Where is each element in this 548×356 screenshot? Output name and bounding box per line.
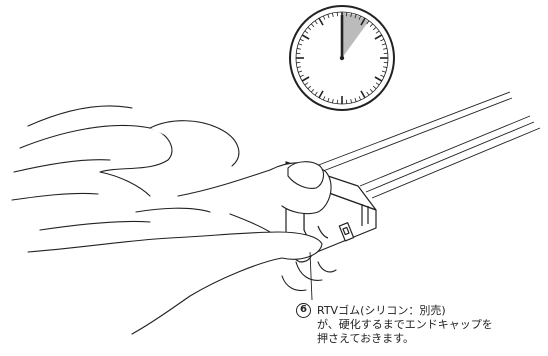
clock-minor-tick [307, 85, 312, 90]
clock-minor-tick [375, 30, 380, 34]
instruction-line: 押さえておきます。 [317, 332, 415, 345]
clock-major-tick [374, 76, 383, 82]
clock-minor-tick [350, 98, 352, 104]
clock-minor-tick [366, 91, 370, 96]
hand-pressing [11, 105, 337, 335]
clock-minor-tick [369, 23, 374, 28]
clock-minor-tick [314, 91, 318, 96]
clock-minor-tick [366, 20, 370, 25]
clock-icon [289, 5, 395, 111]
clock-minor-tick [381, 43, 386, 46]
instruction-line: RTVゴム(シリコン：別売) [317, 304, 446, 317]
clock-major-tick [374, 34, 383, 40]
clock-minor-tick [358, 15, 362, 20]
step-caption: 6 RTVゴム(シリコン：別売) が、硬化するまでエンドキャップを 押さえておき… [296, 303, 546, 346]
clock-minor-tick [307, 26, 312, 31]
step-number-badge: 6 [296, 303, 311, 318]
rail-track [315, 91, 541, 199]
clock-minor-tick [372, 26, 377, 31]
clock-minor-tick [327, 14, 330, 19]
clock-major-tick [360, 90, 366, 99]
clock-minor-tick [350, 12, 352, 18]
clock-minor-tick [327, 97, 330, 102]
clock-minor-tick [296, 66, 302, 68]
clock-minor-tick [314, 20, 318, 25]
callout-leader [309, 251, 313, 301]
clock-minor-tick [310, 88, 315, 93]
clock-minor-tick [372, 85, 377, 90]
clock-minor-tick [382, 66, 388, 68]
clock-minor-tick [369, 88, 374, 93]
clock-minor-tick [296, 48, 302, 50]
clock-minor-tick [354, 97, 357, 102]
clock-minor-tick [382, 48, 388, 50]
clock-minor-tick [332, 12, 334, 18]
clock-minor-tick [332, 98, 334, 104]
clock-ticks [296, 12, 388, 104]
clock-minor-tick [381, 70, 386, 73]
clock-minor-tick [380, 38, 385, 42]
step-instruction: RTVゴム(シリコン：別売) が、硬化するまでエンドキャップを 押さえておきます… [317, 304, 493, 346]
clock-minor-tick [298, 43, 303, 46]
clock-minor-tick [310, 23, 315, 28]
clock-minor-tick [322, 15, 326, 20]
clock-minor-tick [299, 74, 304, 78]
clock-major-tick [318, 17, 324, 26]
clock-major-tick [301, 76, 310, 82]
clock-minor-tick [354, 14, 357, 19]
clock-minor-tick [322, 96, 326, 101]
clock-minor-tick [358, 96, 362, 101]
clock-minor-tick [299, 38, 304, 42]
clock-minor-tick [304, 30, 309, 34]
clock-minor-tick [298, 70, 303, 73]
clock-pivot [339, 55, 345, 61]
clock-minor-tick [380, 74, 385, 78]
instruction-line: が、硬化するまでエンドキャップを [317, 318, 493, 331]
clock-minor-tick [375, 82, 380, 86]
clock-minor-tick [304, 82, 309, 86]
clock-major-tick [360, 17, 366, 26]
clock-major-tick [318, 90, 324, 99]
clock-major-tick [301, 34, 310, 40]
